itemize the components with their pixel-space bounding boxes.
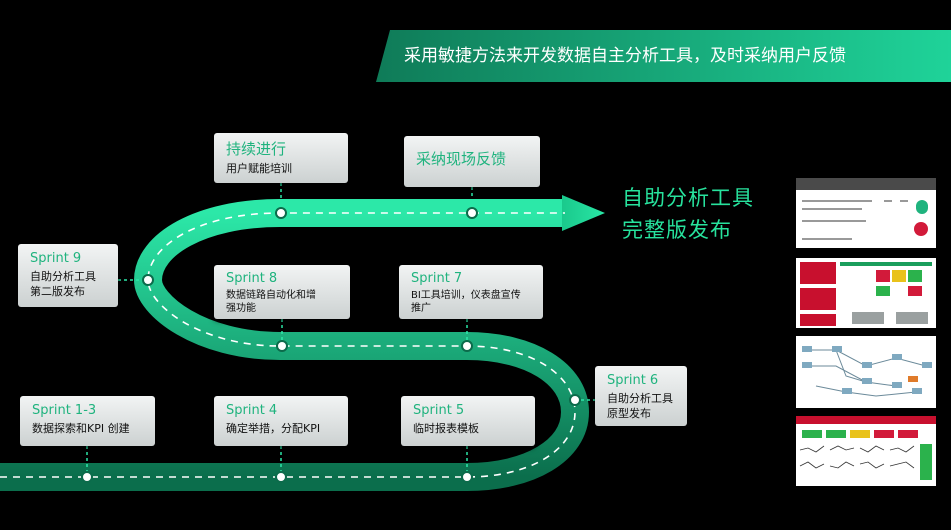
road-dashes	[0, 212, 576, 478]
card-continuous: 持续进行 用户赋能培训	[214, 133, 348, 183]
card-sprint-9: Sprint 9 自助分析工具 第二版发布	[18, 244, 118, 307]
card-sprint-1-3: Sprint 1-3 数据探索和KPI 创建	[20, 396, 155, 446]
milestone-dot	[275, 471, 287, 483]
final-release-line-2: 完整版发布	[622, 218, 732, 242]
dashboard-thumbnail-4	[796, 416, 936, 486]
card-desc: 数据链路自动化和增 强功能	[226, 290, 316, 314]
milestone-dots	[81, 207, 581, 483]
milestone-dot	[142, 274, 154, 286]
milestone-dot	[461, 471, 473, 483]
card-feedback: 采纳现场反馈	[404, 136, 540, 187]
flow-diagram-icon	[802, 346, 932, 397]
milestone-dot	[275, 207, 287, 219]
card-title: Sprint 4	[226, 403, 278, 418]
card-title: Sprint 7	[411, 271, 463, 286]
card-sprint-5: Sprint 5 临时报表模板	[401, 396, 535, 446]
card-desc: BI工具培训，仪表盘宣传 推广	[411, 290, 521, 314]
card-sprint-4: Sprint 4 确定举措，分配KPI	[214, 396, 348, 446]
card-title: Sprint 1-3	[32, 403, 97, 418]
card-title: 持续进行	[226, 140, 287, 158]
card-desc: 数据探索和KPI 创建	[32, 422, 130, 435]
final-release: 自助分析工具 完整版发布	[622, 182, 754, 246]
card-title: 采纳现场反馈	[416, 150, 507, 168]
dashboard-thumbnail-3	[796, 336, 936, 408]
card-desc: 临时报表模板	[413, 422, 479, 435]
milestone-dot	[461, 340, 473, 352]
card-title: Sprint 6	[607, 373, 659, 388]
dashboard-thumbnail-2	[796, 258, 936, 328]
card-desc: 确定举措，分配KPI	[226, 422, 321, 435]
card-title: Sprint 9	[30, 251, 82, 266]
sparkline-icon	[799, 444, 932, 480]
dashboard-thumbnail-1	[796, 178, 936, 248]
card-desc: 自助分析工具 第二版发布	[30, 270, 96, 298]
card-desc: 自助分析工具 原型发布	[607, 392, 673, 420]
road-arrowhead	[562, 195, 605, 231]
card-title: Sprint 8	[226, 271, 278, 286]
final-release-line-1: 自助分析工具	[622, 186, 754, 210]
banner-text: 采用敏捷方法来开发数据自主分析工具，及时采纳用户反馈	[404, 46, 846, 66]
card-sprint-6: Sprint 6 自助分析工具 原型发布	[595, 366, 687, 426]
milestone-dot	[466, 207, 478, 219]
card-sprint-8: Sprint 8 数据链路自动化和增 强功能	[214, 265, 350, 319]
card-sprint-7: Sprint 7 BI工具培训，仪表盘宣传 推广	[399, 265, 543, 319]
milestone-dot	[276, 340, 288, 352]
card-title: Sprint 5	[413, 403, 465, 418]
milestone-dot	[569, 394, 581, 406]
milestone-dot	[81, 471, 93, 483]
banner: 采用敏捷方法来开发数据自主分析工具，及时采纳用户反馈	[376, 30, 951, 82]
card-desc: 用户赋能培训	[226, 162, 292, 175]
